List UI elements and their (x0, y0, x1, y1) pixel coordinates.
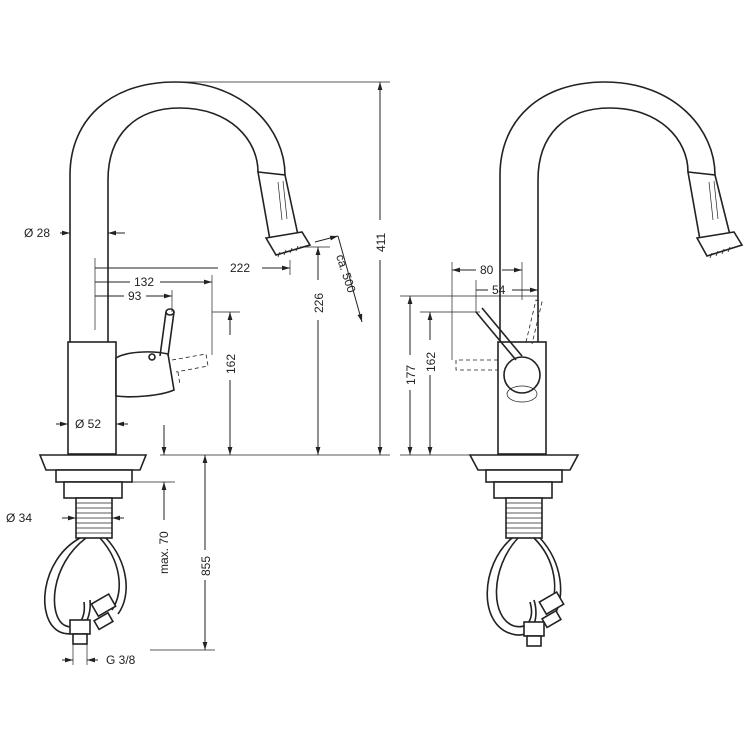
side-handle-hub (503, 356, 541, 394)
dim-reach-222: 222 (230, 261, 250, 275)
dim-side-162: 162 (424, 352, 438, 372)
mounting-nut (63, 481, 123, 499)
side-spray-nozzle (695, 231, 744, 257)
side-supply-hose-loop (486, 537, 537, 636)
side-spout-inner (537, 107, 689, 342)
dim-height-226: 226 (312, 293, 326, 313)
base-plate (38, 454, 148, 471)
dim-height-411: 411 (374, 233, 388, 252)
dim-connection-thread: G 3/8 (106, 653, 136, 667)
dim-handle-height-162: 162 (224, 354, 238, 374)
spray-nozzle (264, 231, 312, 256)
dim-reach-132: 132 (134, 275, 154, 289)
dim-hose-extension: ca. 500 (333, 253, 359, 295)
side-spout-outer (499, 81, 716, 342)
dim-body-diameter: Ø 52 (75, 417, 101, 431)
spout-inner (107, 107, 259, 342)
hose-fitting-left (69, 619, 91, 635)
dim-hose-length: 855 (199, 556, 213, 576)
dim-side-80: 80 (480, 263, 494, 277)
dim-reach-93: 93 (128, 289, 142, 303)
dim-spout-diameter: Ø 28 (24, 226, 50, 240)
faucet-body (67, 341, 117, 455)
lever-handle (115, 351, 175, 398)
side-base-plate (468, 454, 580, 471)
side-hose-fitting (523, 621, 545, 637)
dim-thread-diameter: Ø 34 (6, 511, 32, 525)
side-mounting-nut (493, 481, 553, 499)
dim-max-mounting: max. 70 (157, 531, 171, 574)
front-view: Ø 28 222 132 93 162 226 ca. 500 (6, 81, 390, 667)
side-view: 80 54 177 162 (400, 81, 744, 647)
dim-side-177: 177 (404, 365, 418, 385)
dim-side-54: 54 (492, 283, 506, 297)
spout-outer (69, 81, 286, 342)
